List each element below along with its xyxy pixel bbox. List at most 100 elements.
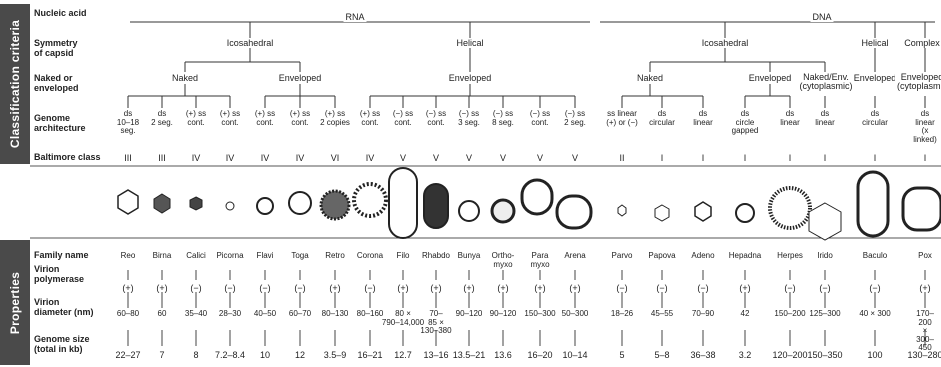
family-11-size: 13.6 — [494, 350, 512, 360]
family-18-poly: (−) — [784, 283, 795, 293]
dna-helical-label: Helical — [859, 38, 890, 48]
virus-particles — [118, 168, 941, 240]
corona-particle-icon — [354, 184, 386, 216]
rna-naked-label: Naked — [170, 73, 200, 83]
baculo-particle-icon — [858, 172, 888, 236]
family-20-name: Baculo — [863, 252, 887, 261]
family-8-genome: (−) ss cont. — [393, 110, 413, 127]
family-1-name: Birna — [153, 252, 172, 261]
family-20-genome: ds circular — [862, 110, 888, 127]
family-6-poly: (+) — [329, 283, 340, 293]
family-15-poly: (−) — [656, 283, 667, 293]
family-2-poly: (−) — [190, 283, 201, 293]
family-11-genome: (−) ss 8 seg. — [492, 110, 514, 127]
dna-helical-enveloped-label: Enveloped — [852, 73, 899, 83]
dna-naked-env-label: Naked/Env. (cytoplasmic) — [797, 73, 854, 91]
family-16-name: Adeno — [691, 252, 714, 261]
birna-particle-icon — [154, 194, 170, 213]
family-14-poly: (−) — [616, 283, 627, 293]
calici-particle-icon — [190, 197, 202, 210]
family-21-dia: 170–200 × 300–450 — [916, 310, 934, 353]
family-8-dia: 80 × 790–14,000 — [382, 310, 424, 327]
family-9-dia: 70– 85 × 130–380 — [420, 310, 451, 336]
family-12-genome: (−) ss cont. — [530, 110, 550, 127]
family-6-name: Retro — [325, 252, 345, 261]
family-1-genome: ds 2 seg. — [151, 110, 173, 127]
family-6-dia: 80–130 — [322, 310, 349, 319]
family-13-poly: (+) — [569, 283, 580, 293]
family-17-poly: (+) — [739, 283, 750, 293]
family-14-dia: 18–26 — [611, 310, 633, 319]
family-7-dia: 80–160 — [357, 310, 384, 319]
family-4-name: Flavi — [257, 252, 274, 261]
family-1-dia: 60 — [158, 310, 167, 319]
dna-label: DNA — [810, 12, 833, 22]
property-connector-ticks — [128, 270, 925, 346]
family-5-poly: (−) — [294, 283, 305, 293]
family-19-size: 150–350 — [807, 350, 842, 360]
family-21-genome: ds linear (x linked) — [913, 110, 937, 144]
family-4-genome: (+) ss cont. — [255, 110, 275, 127]
family-9-size: 13–16 — [423, 350, 448, 360]
family-0-genome: ds 10–18 seg. — [117, 110, 139, 136]
dna-enveloped-label: Enveloped — [747, 73, 794, 83]
family-2-baltimore: IV — [192, 153, 201, 163]
family-8-name: Filo — [397, 252, 410, 261]
family-2-genome: (+) ss cont. — [186, 110, 206, 127]
family-18-name: Herpes — [777, 252, 803, 261]
family-19-name: Irido — [817, 252, 833, 261]
family-7-baltimore: IV — [366, 153, 375, 163]
dna-naked-label: Naked — [635, 73, 665, 83]
family-14-name: Parvo — [612, 252, 633, 261]
family-12-dia: 150–300 — [524, 310, 555, 319]
family-21-poly: (+) — [919, 283, 930, 293]
picorna-particle-icon — [226, 202, 234, 210]
family-5-baltimore: IV — [296, 153, 305, 163]
family-17-name: Hepadna — [729, 252, 761, 261]
classification-tree-lines — [128, 22, 935, 108]
family-1-baltimore: III — [158, 153, 166, 163]
family-3-genome: (+) ss cont. — [220, 110, 240, 127]
adeno-particle-icon — [695, 202, 711, 221]
family-10-name: Bunya — [458, 252, 481, 261]
family-18-baltimore: I — [789, 153, 792, 163]
irido-particle-icon — [809, 203, 841, 240]
family-4-poly: (−) — [259, 283, 270, 293]
family-16-dia: 70–90 — [692, 310, 714, 319]
filo-particle-icon — [389, 168, 417, 238]
paramyxo-particle-icon — [522, 180, 552, 214]
family-3-baltimore: IV — [226, 153, 235, 163]
dna-complex-enveloped-label: Enveloped (cytoplasmic — [895, 73, 941, 91]
family-2-name: Calici — [186, 252, 206, 261]
family-15-baltimore: I — [661, 153, 664, 163]
family-16-baltimore: I — [702, 153, 705, 163]
family-13-dia: 50–300 — [562, 310, 589, 319]
family-6-genome: (+) ss 2 copies — [320, 110, 350, 127]
family-16-genome: ds linear — [693, 110, 713, 127]
family-10-poly: (+) — [463, 283, 474, 293]
rhabdo-particle-icon — [424, 184, 448, 228]
flavi-particle-icon — [257, 198, 273, 214]
family-10-dia: 90–120 — [456, 310, 483, 319]
family-15-size: 5–8 — [654, 350, 669, 360]
family-17-genome: ds circle gapped — [732, 110, 759, 136]
retro-particle-icon — [321, 191, 349, 219]
family-8-poly: (+) — [397, 283, 408, 293]
rna-icosahedral-label: Icosahedral — [225, 38, 276, 48]
parvo-particle-icon — [618, 205, 626, 216]
family-11-dia: 90–120 — [490, 310, 517, 319]
family-19-poly: (−) — [819, 283, 830, 293]
family-11-poly: (+) — [497, 283, 508, 293]
family-5-dia: 60–70 — [289, 310, 311, 319]
family-0-dia: 60–80 — [117, 310, 139, 319]
family-14-genome: ss linear (+) or (−) — [606, 110, 638, 127]
family-16-poly: (−) — [697, 283, 708, 293]
reo-particle-icon — [118, 190, 138, 214]
family-16-size: 36–38 — [690, 350, 715, 360]
orthomyxo-particle-icon — [492, 200, 514, 222]
family-13-name: Arena — [564, 252, 585, 261]
toga-particle-icon — [289, 192, 311, 214]
family-12-name: Para myxo — [530, 252, 549, 269]
family-3-dia: 28–30 — [219, 310, 241, 319]
family-18-dia: 150–200 — [774, 310, 805, 319]
